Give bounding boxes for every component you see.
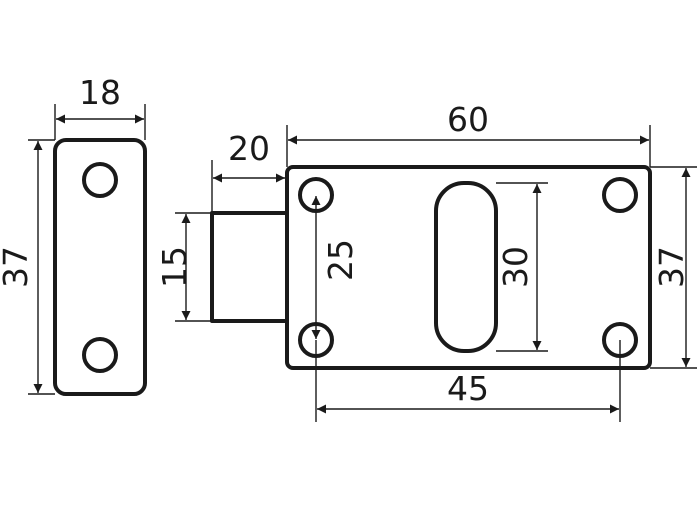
dim-hole-spacing-vertical: 25 xyxy=(311,196,360,339)
strike-hole-top xyxy=(82,162,118,198)
dim-label-body-height: 37 xyxy=(652,246,691,288)
dim-label-body-width: 60 xyxy=(447,100,489,139)
dim-body-width: 60 xyxy=(286,100,651,167)
dim-slot-length: 30 xyxy=(496,182,548,352)
dim-strike-width: 18 xyxy=(54,73,146,140)
dim-strike-height: 37 xyxy=(0,139,55,395)
dim-label-bolt-height: 15 xyxy=(155,246,194,288)
lock-body-outline xyxy=(285,165,652,370)
bolt-slot xyxy=(434,181,498,353)
dim-body-height: 37 xyxy=(650,166,697,369)
dim-bolt-extension: 20 xyxy=(211,129,285,213)
strike-plate-outline xyxy=(53,138,147,396)
dim-label-slot-length: 30 xyxy=(496,246,535,288)
dim-hole-spacing-horizontal: 45 xyxy=(315,340,621,422)
dim-label-bolt-extension: 20 xyxy=(228,129,270,168)
bolt xyxy=(210,211,287,323)
dim-label-hole-spacing-horizontal: 45 xyxy=(447,369,489,408)
body-hole-top-right xyxy=(602,177,638,213)
dim-bolt-height: 15 xyxy=(155,212,212,322)
strike-hole-bottom xyxy=(82,337,118,373)
dim-label-strike-width: 18 xyxy=(79,73,121,112)
dim-label-strike-height: 37 xyxy=(0,246,35,288)
strike-plate xyxy=(53,138,147,396)
dim-label-hole-spacing-vertical: 25 xyxy=(321,239,360,281)
bolt-outline xyxy=(210,211,287,323)
